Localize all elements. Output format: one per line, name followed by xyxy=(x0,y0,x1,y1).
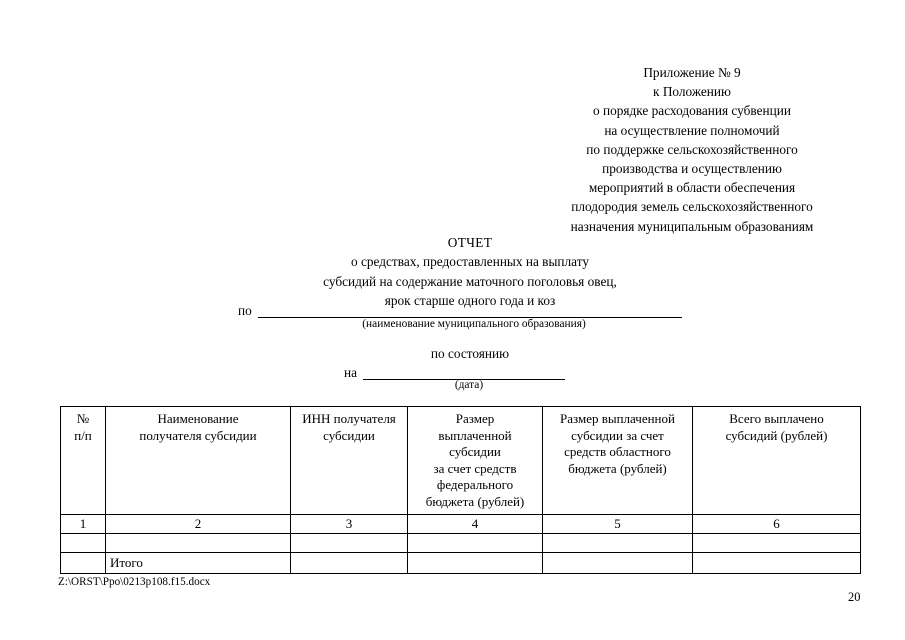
total-cell-regional-amount[interactable] xyxy=(542,552,693,574)
cell-inn[interactable] xyxy=(290,533,408,553)
table-header-row: № п/п Наименование получателя субсидии И… xyxy=(60,406,861,515)
table-total-row: Итого xyxy=(60,552,861,574)
date-caption: (дата) xyxy=(454,379,484,391)
table-header-cell-regional-amount: Размер выплаченной субсидии за счет сред… xyxy=(542,406,693,515)
header-federal-line-4: за счет средств xyxy=(433,460,517,476)
municipality-caption: (наименование муниципального образования… xyxy=(362,318,586,330)
appendix-line-2: к Положению xyxy=(653,84,731,100)
total-cell-federal-amount[interactable] xyxy=(407,552,543,574)
appendix-line-9: назначения муниципальным образованиям xyxy=(570,218,814,234)
document-subtitle-line-3: ярок старше одного года и коз xyxy=(384,292,556,308)
column-number-2: 2 xyxy=(105,514,291,534)
column-number-5: 5 xyxy=(542,514,693,534)
table-header-cell-recipient-name: Наименование получателя субсидии xyxy=(105,406,291,515)
header-regional-line-4: бюджета (рублей) xyxy=(568,460,667,476)
header-number-line-1: № xyxy=(76,411,90,426)
cell-number[interactable] xyxy=(60,533,106,553)
column-number-1: 1 xyxy=(60,514,106,534)
header-federal-line-2: выплаченной xyxy=(438,427,512,443)
header-recipient-line-1: Наименование xyxy=(157,411,239,426)
date-label: на xyxy=(344,365,358,380)
as-of-label: по состоянию xyxy=(430,346,510,361)
page-title: ОТЧЕТ xyxy=(447,235,493,250)
appendix-line-5: по поддержке сельскохозяйственного xyxy=(586,141,798,157)
total-cell-total-amount[interactable] xyxy=(692,552,861,574)
table-column-numbers-row: 1 2 3 4 5 6 xyxy=(60,514,861,534)
appendix-line-7: мероприятий в области обеспечения xyxy=(588,180,796,196)
page-number: 20 xyxy=(848,590,861,604)
report-table: № п/п Наименование получателя субсидии И… xyxy=(60,406,861,574)
municipality-field-row: по xyxy=(238,303,682,318)
appendix-line-1: Приложение № 9 xyxy=(643,65,741,80)
column-number-3: 3 xyxy=(290,514,408,534)
header-inn-line-2: субсидии xyxy=(323,427,375,443)
appendix-line-6: производства и осуществлению xyxy=(602,161,782,177)
table-header-cell-inn: ИНН получателя субсидии xyxy=(290,406,408,515)
table-header-cell-total-amount: Всего выплачено субсидий (рублей) xyxy=(692,406,861,515)
total-label: Итого xyxy=(105,552,291,574)
total-cell-inn[interactable] xyxy=(290,552,408,574)
header-federal-line-3: субсидии xyxy=(449,444,501,459)
header-inn-line-1: ИНН получателя xyxy=(302,411,396,426)
header-number-line-2: п/п xyxy=(74,427,92,443)
total-cell-number xyxy=(60,552,106,574)
date-field-row: на xyxy=(344,365,566,380)
document-title-block: ОТЧЕТ о средствах, предоставленных на вы… xyxy=(150,233,790,310)
appendix-line-4: на осуществление полномочий xyxy=(604,122,780,138)
file-path-footer: Z:\ORST\Ppo\0213p108.f15.docx xyxy=(58,576,211,588)
document-subtitle-line-2: субсидий на содержание маточного поголов… xyxy=(323,273,617,289)
header-regional-line-2: субсидии за счет xyxy=(571,427,664,443)
header-federal-line-1: Размер xyxy=(455,411,495,426)
header-federal-line-5: федерального xyxy=(436,477,514,492)
header-regional-line-1: Размер выплаченной xyxy=(560,411,675,426)
cell-federal-amount[interactable] xyxy=(407,533,543,553)
table-row xyxy=(60,533,861,553)
header-federal-line-6: бюджета (рублей) xyxy=(425,493,525,509)
column-number-6: 6 xyxy=(692,514,861,534)
appendix-reference-block: Приложение № 9 к Положению о порядке рас… xyxy=(506,63,878,236)
header-total-line-1: Всего выплачено xyxy=(729,411,824,426)
municipality-label: по xyxy=(238,303,252,318)
header-regional-line-3: средств областного xyxy=(564,444,671,459)
cell-total-amount[interactable] xyxy=(692,533,861,553)
date-input[interactable] xyxy=(363,366,566,380)
appendix-line-3: о порядке расходования субвенции xyxy=(593,103,791,119)
cell-recipient-name[interactable] xyxy=(105,533,291,553)
cell-regional-amount[interactable] xyxy=(542,533,693,553)
header-recipient-line-2: получателя субсидии xyxy=(139,427,257,443)
table-header-cell-federal-amount: Размер выплаченной субсидии за счет сред… xyxy=(407,406,543,515)
appendix-line-8: плодородия земель сельскохозяйственного xyxy=(571,199,813,215)
municipality-input[interactable] xyxy=(257,304,682,318)
header-total-line-2: субсидий (рублей) xyxy=(725,427,828,443)
table-header-cell-number: № п/п xyxy=(60,406,106,515)
column-number-4: 4 xyxy=(407,514,543,534)
document-subtitle-line-1: о средствах, предоставленных на выплату xyxy=(351,254,589,270)
